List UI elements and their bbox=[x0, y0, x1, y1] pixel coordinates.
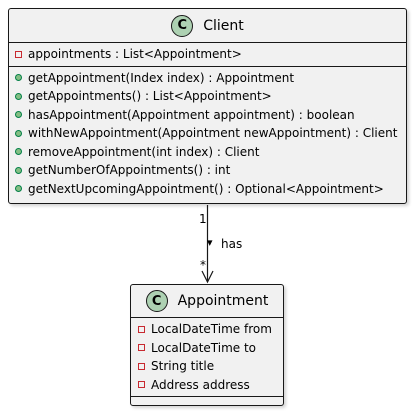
method-row: hasAppointment(Appointment appointment) … bbox=[15, 106, 406, 125]
arrowhead-icon bbox=[201, 270, 214, 284]
method-row: getNumberOfAppointments() : int bbox=[15, 161, 406, 180]
method-text: getNumberOfAppointments() : int bbox=[28, 163, 231, 178]
client-header-divider bbox=[9, 42, 406, 43]
private-visibility-icon bbox=[15, 50, 22, 58]
public-visibility-icon bbox=[15, 185, 22, 193]
method-text: getAppointment(Index index) : Appointmen… bbox=[28, 70, 295, 85]
public-visibility-icon bbox=[15, 129, 22, 137]
field-row: appointments : List<Appointment> bbox=[15, 45, 406, 64]
method-row: getAppointments() : List<Appointment> bbox=[15, 87, 406, 106]
method-text: getAppointments() : List<Appointment> bbox=[28, 89, 272, 104]
field-text: Address address bbox=[151, 377, 250, 392]
private-visibility-icon bbox=[138, 381, 145, 389]
client-class-header: C Client bbox=[9, 9, 406, 42]
appointment-header-divider bbox=[131, 317, 283, 318]
field-text: LocalDateTime to bbox=[151, 340, 257, 355]
method-text: removeAppointment(int index) : Client bbox=[28, 144, 260, 159]
client-methods: getAppointment(Index index) : Appointmen… bbox=[9, 67, 406, 201]
private-visibility-icon bbox=[138, 344, 145, 352]
field-text: LocalDateTime from bbox=[151, 322, 272, 337]
public-visibility-icon bbox=[15, 92, 22, 100]
field-row: LocalDateTime to bbox=[138, 339, 283, 358]
field-row: Address address bbox=[138, 376, 283, 395]
private-visibility-icon bbox=[138, 325, 145, 333]
public-visibility-icon bbox=[15, 166, 22, 174]
appointment-class-name: Appointment bbox=[177, 293, 269, 309]
client-fields-divider bbox=[9, 65, 406, 67]
appointment-class-header: C Appointment bbox=[131, 285, 283, 317]
public-visibility-icon bbox=[15, 74, 22, 82]
source-multiplicity: 1 bbox=[199, 212, 207, 226]
field-row: String title bbox=[138, 357, 283, 376]
client-fields: appointments : List<Appointment> bbox=[9, 43, 406, 66]
field-text: appointments : List<Appointment> bbox=[28, 47, 242, 62]
private-visibility-icon bbox=[138, 362, 145, 370]
method-text: hasAppointment(Appointment appointment) … bbox=[28, 107, 355, 122]
method-row: getAppointment(Index index) : Appointmen… bbox=[15, 69, 406, 88]
method-row: withNewAppointment(Appointment newAppoin… bbox=[15, 124, 406, 143]
field-row: LocalDateTime from bbox=[138, 320, 283, 339]
public-visibility-icon bbox=[15, 148, 22, 156]
client-class-name: Client bbox=[203, 17, 244, 34]
method-row: getNextUpcomingAppointment() : Optional<… bbox=[15, 180, 406, 199]
appointment-fields: LocalDateTime from LocalDateTime to Stri… bbox=[131, 318, 283, 396]
method-text: getNextUpcomingAppointment() : Optional<… bbox=[28, 181, 384, 196]
client-class: C Client appointments : List<Appointment… bbox=[8, 8, 407, 204]
association-label: has bbox=[221, 237, 243, 251]
appointment-class: C Appointment LocalDateTime from LocalDa… bbox=[130, 284, 284, 406]
method-text: withNewAppointment(Appointment newAppoin… bbox=[28, 126, 398, 141]
method-row: removeAppointment(int index) : Client bbox=[15, 143, 406, 162]
field-text: String title bbox=[151, 359, 215, 374]
class-badge-icon: C bbox=[145, 290, 168, 312]
public-visibility-icon bbox=[15, 111, 22, 119]
appointment-fields-divider bbox=[131, 396, 283, 397]
target-multiplicity: * bbox=[200, 258, 206, 272]
direction-triangle-icon: ▾ bbox=[207, 236, 213, 249]
class-badge-icon: C bbox=[171, 14, 194, 37]
